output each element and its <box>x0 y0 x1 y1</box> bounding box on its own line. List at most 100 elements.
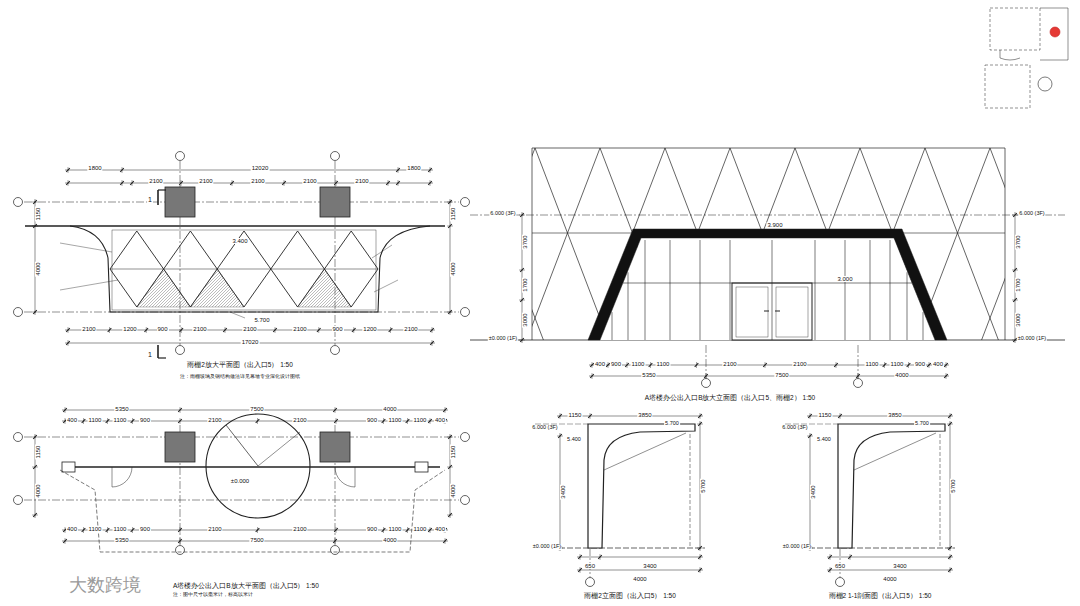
dimension-text: 900 <box>914 353 926 369</box>
drawing-line <box>66 168 70 172</box>
drawing-line <box>66 341 70 345</box>
drawing-line <box>706 345 707 378</box>
drawing-line <box>520 213 524 217</box>
dimension-text: 4000 <box>882 576 897 582</box>
dimension-text: 1700 <box>1015 277 1021 292</box>
drawing-line <box>612 312 613 340</box>
drawing-line <box>130 181 134 185</box>
level-mark: ±0.000 (1F) <box>532 535 562 551</box>
drawing-title: 雨棚2 1-1剖面图（出入口5） 1:50 <box>828 585 933 601</box>
drawing-line <box>406 419 410 423</box>
level-mark: 6.000 (3F) <box>781 425 808 431</box>
drawing-note: 注：雨棚玻璃及钢结构做法详见幕墙专业深化设计图纸 <box>179 365 301 381</box>
drawing-line <box>645 240 646 340</box>
dimension-text: 3850 <box>637 404 652 420</box>
dimension-text: 400 <box>66 518 78 534</box>
drawing-line <box>690 434 691 548</box>
dimension-text: 400 <box>932 361 944 367</box>
level-mark: ±0.000 (1F) <box>1017 336 1047 342</box>
drawing-line <box>1013 213 1017 217</box>
drawing-line <box>985 65 1030 108</box>
dimension-text: 2100 <box>722 361 737 367</box>
dimension-text: 1700 <box>1007 277 1023 292</box>
drawing-line <box>883 363 887 367</box>
drawing-line <box>827 570 953 571</box>
dimension-text: 2100 <box>292 518 307 534</box>
dimension-text: 1150 <box>568 404 583 420</box>
drawing-line <box>33 310 37 314</box>
drawing-line <box>670 240 671 340</box>
drawing-line <box>649 363 653 367</box>
drawing-line <box>428 168 432 172</box>
dimension-text: 900 <box>366 417 378 423</box>
dimension-text: 3000 <box>1007 312 1023 327</box>
drawing-line <box>282 181 286 185</box>
drawing-line <box>836 578 845 587</box>
dimension-text: 2100 <box>792 353 807 369</box>
drawing-line <box>448 224 452 228</box>
drawing-line <box>925 148 998 340</box>
dimension-text: 3000 <box>522 312 528 327</box>
drawing-line <box>590 374 594 378</box>
dimension-text: 3400 <box>552 484 568 499</box>
elevation-mark: 5.400 <box>566 428 582 444</box>
drawing-line <box>120 181 124 185</box>
drawing-line <box>70 226 430 312</box>
drawing-line <box>131 528 135 532</box>
dimension-text: 1200 <box>122 326 137 332</box>
dimension-text: 1800 <box>87 157 102 173</box>
dimension-text: 7500 <box>249 398 264 414</box>
dimension-text: 3000 <box>1015 312 1021 327</box>
dimension-text: 5350 <box>641 364 656 380</box>
drawing-line <box>845 240 846 340</box>
dimension-text: 4000 <box>442 261 458 276</box>
drawing-line <box>604 433 686 470</box>
elevation-mark: 5.700 <box>664 421 680 427</box>
drawing-line <box>24 202 459 203</box>
elevation-mark: ±0.000 <box>230 470 250 486</box>
drawing-line <box>443 539 447 543</box>
dimension-text: 3400 <box>892 563 907 569</box>
drawing-line <box>907 272 908 340</box>
dimension-text: 1150 <box>35 207 41 222</box>
drawing-line <box>588 414 592 418</box>
drawing-line <box>698 555 702 559</box>
drawing-line <box>82 419 86 423</box>
dimension-text: 5700 <box>700 478 706 493</box>
drawing-line <box>334 181 338 185</box>
drawing-line <box>870 240 871 340</box>
dimension-text: 900 <box>156 318 168 334</box>
dimension-text: 1200 <box>122 318 137 334</box>
drawing-line <box>382 419 386 423</box>
dimension-text: 4000 <box>35 483 41 498</box>
drawing-line <box>106 419 110 423</box>
dimension-text: 1100 <box>413 409 428 425</box>
drawing-line <box>66 181 70 185</box>
dimension-text: 2100 <box>242 326 257 332</box>
drawing-line <box>535 148 608 340</box>
drawing-line <box>520 298 524 302</box>
drawing-line <box>1013 298 1017 302</box>
drawing-line <box>65 170 433 171</box>
drawing-line <box>334 528 338 532</box>
dimension-text: 17020 <box>241 331 260 347</box>
drawing-line <box>698 546 702 550</box>
drawing-line <box>448 200 452 204</box>
drawing-line <box>808 414 812 418</box>
drawing-line <box>1013 268 1017 272</box>
dimension-text: 1150 <box>568 412 583 418</box>
drawing-line <box>827 557 953 558</box>
dimension-text: 4000 <box>632 576 647 582</box>
drawing-line <box>558 414 562 418</box>
dimension-text: 3000 <box>514 312 530 327</box>
dimension-text: 2100 <box>192 318 207 334</box>
dimension-text: 2100 <box>148 178 163 184</box>
drawing-line <box>333 408 337 412</box>
drawing-line <box>1005 148 1006 340</box>
dimension-text: 400 <box>66 417 78 423</box>
drawing-line <box>320 187 350 217</box>
drawing-line <box>695 363 699 367</box>
drawing-line <box>815 240 816 340</box>
dimension-text: 4000 <box>894 364 909 380</box>
